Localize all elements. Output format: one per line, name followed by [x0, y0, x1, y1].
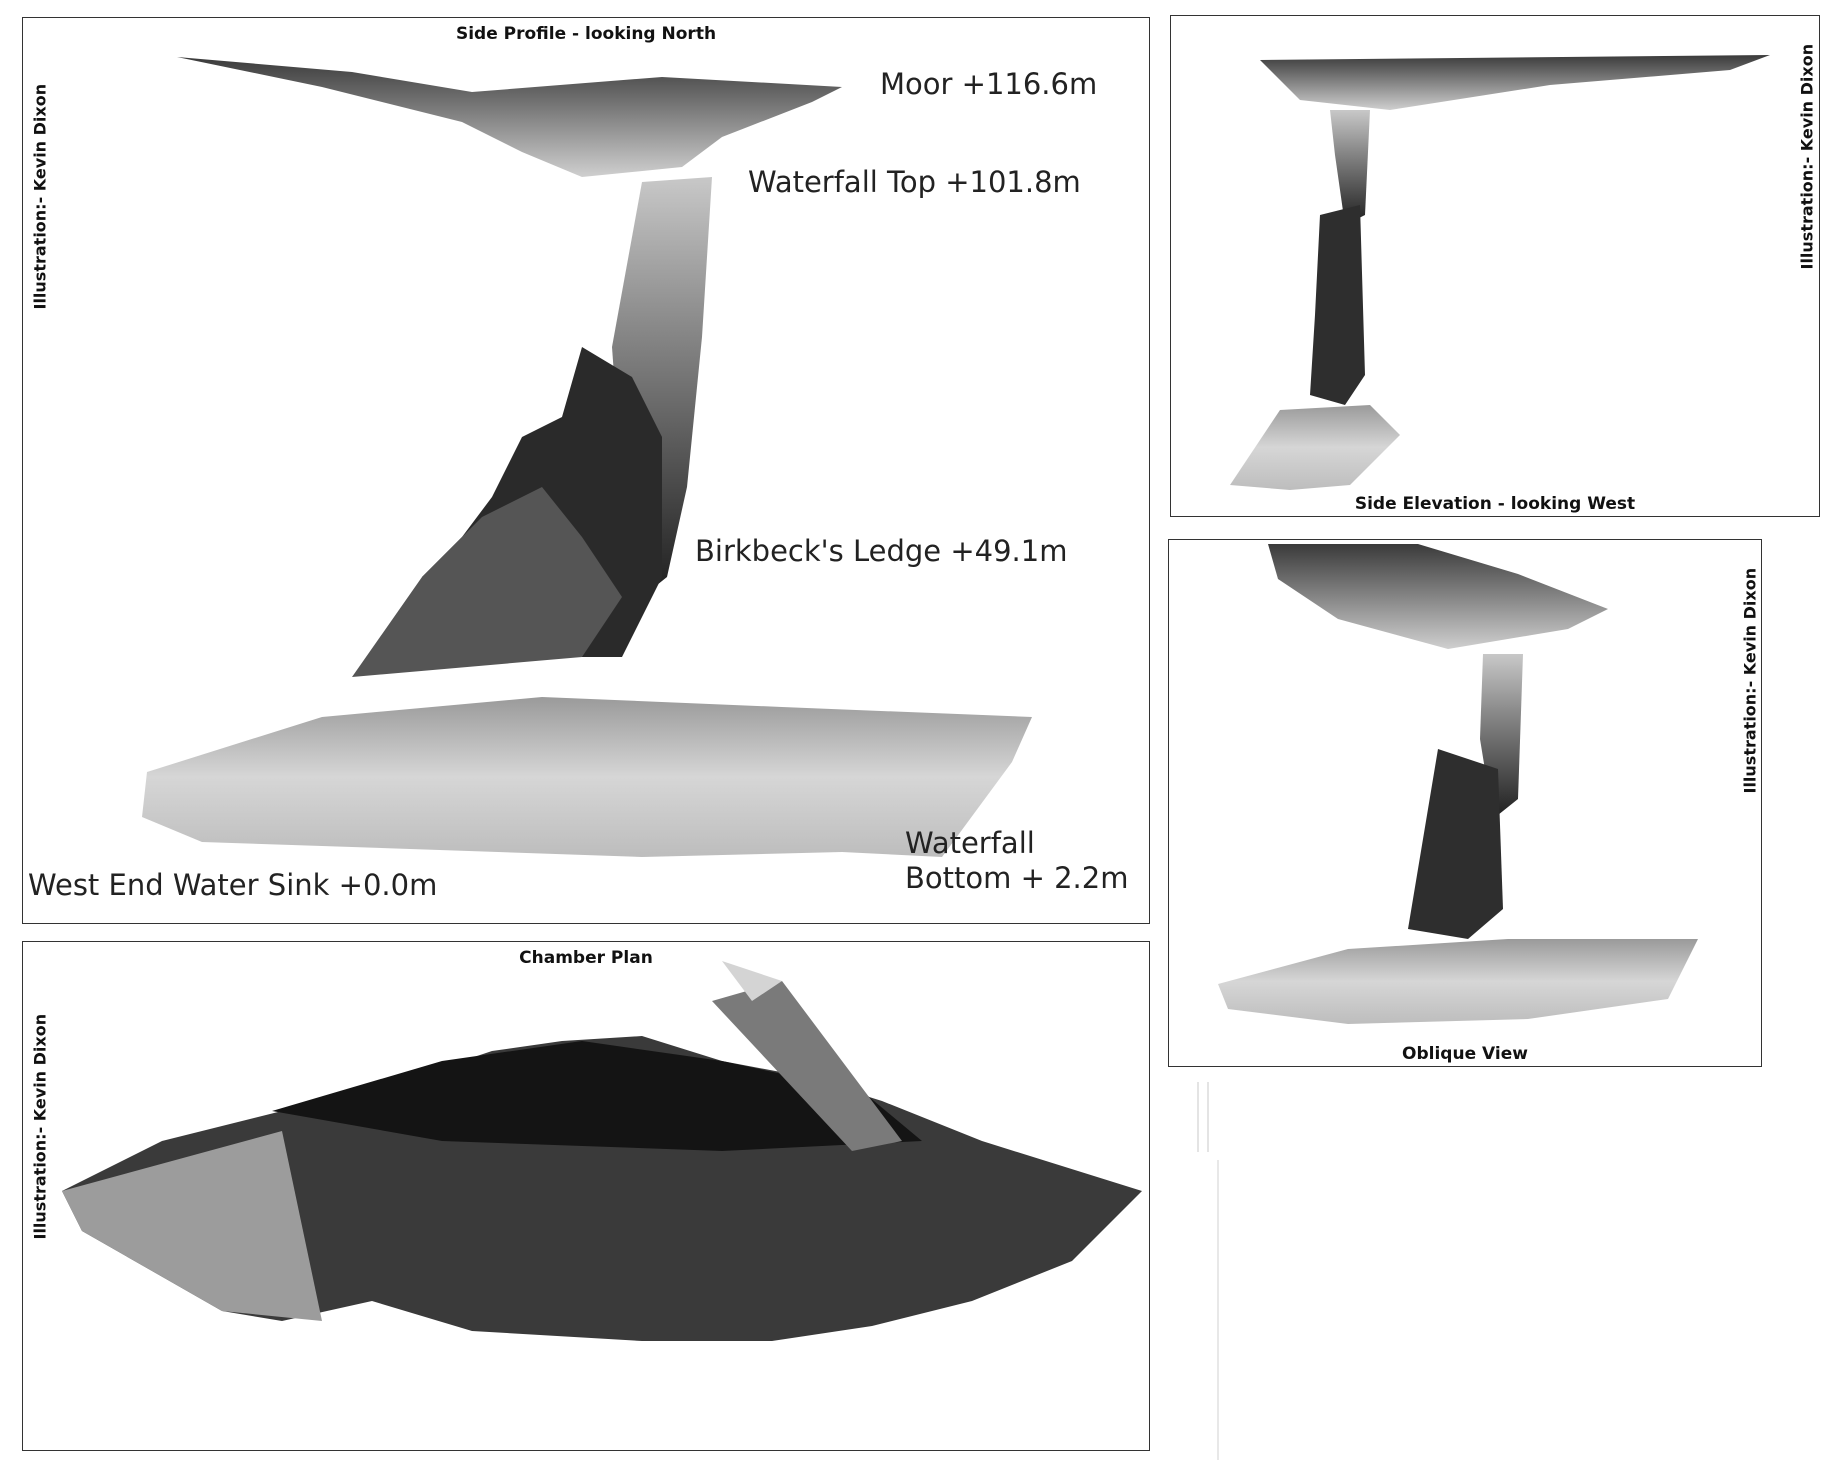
chamber-floor — [142, 697, 1032, 857]
waterfall-shaft — [1330, 110, 1370, 225]
scan-artifact-line — [1197, 1082, 1199, 1152]
moor-surface — [1260, 55, 1770, 110]
passage-end — [722, 961, 782, 1001]
chamber-passage — [712, 981, 902, 1151]
chamber-west-end — [62, 1131, 322, 1321]
birkbecks-ledge-area — [352, 487, 622, 677]
chamber-plan-title: Chamber Plan — [519, 948, 653, 968]
chamber-wall — [1408, 749, 1503, 939]
moor-elevation-label: Moor +116.6m — [880, 67, 1098, 101]
scan-artifact-line — [1207, 1082, 1209, 1152]
chamber-wall — [1310, 205, 1365, 405]
moor-surface — [177, 57, 842, 177]
side-profile-title: Side Profile - looking North — [455, 24, 717, 44]
oblique-title: Oblique View — [1402, 1044, 1528, 1064]
chamber-plan-scan — [62, 961, 1142, 1341]
west-end-elevation-label: West End Water Sink +0.0m — [28, 868, 438, 902]
birkbecks-ledge-elevation-label: Birkbeck's Ledge +49.1m — [695, 534, 1068, 568]
moor-surface — [1268, 544, 1608, 649]
waterfall-top-elevation-label: Waterfall Top +101.8m — [748, 165, 1081, 199]
waterfall-bottom-elevation-label-line1: Waterfall — [905, 826, 1035, 860]
scan-artifact-line — [1217, 1160, 1219, 1460]
side-elevation-scan — [1230, 55, 1770, 490]
chamber-floor — [1230, 405, 1400, 490]
side-elevation-title: Side Elevation - looking West — [1354, 494, 1636, 514]
chamber-dark-zone — [272, 1041, 922, 1151]
side-profile-scan — [142, 57, 1032, 857]
waterfall-bottom-elevation-label-line2: Bottom + 2.2m — [905, 861, 1129, 895]
chamber-floor — [1218, 939, 1698, 1024]
oblique-scan — [1218, 544, 1698, 1024]
